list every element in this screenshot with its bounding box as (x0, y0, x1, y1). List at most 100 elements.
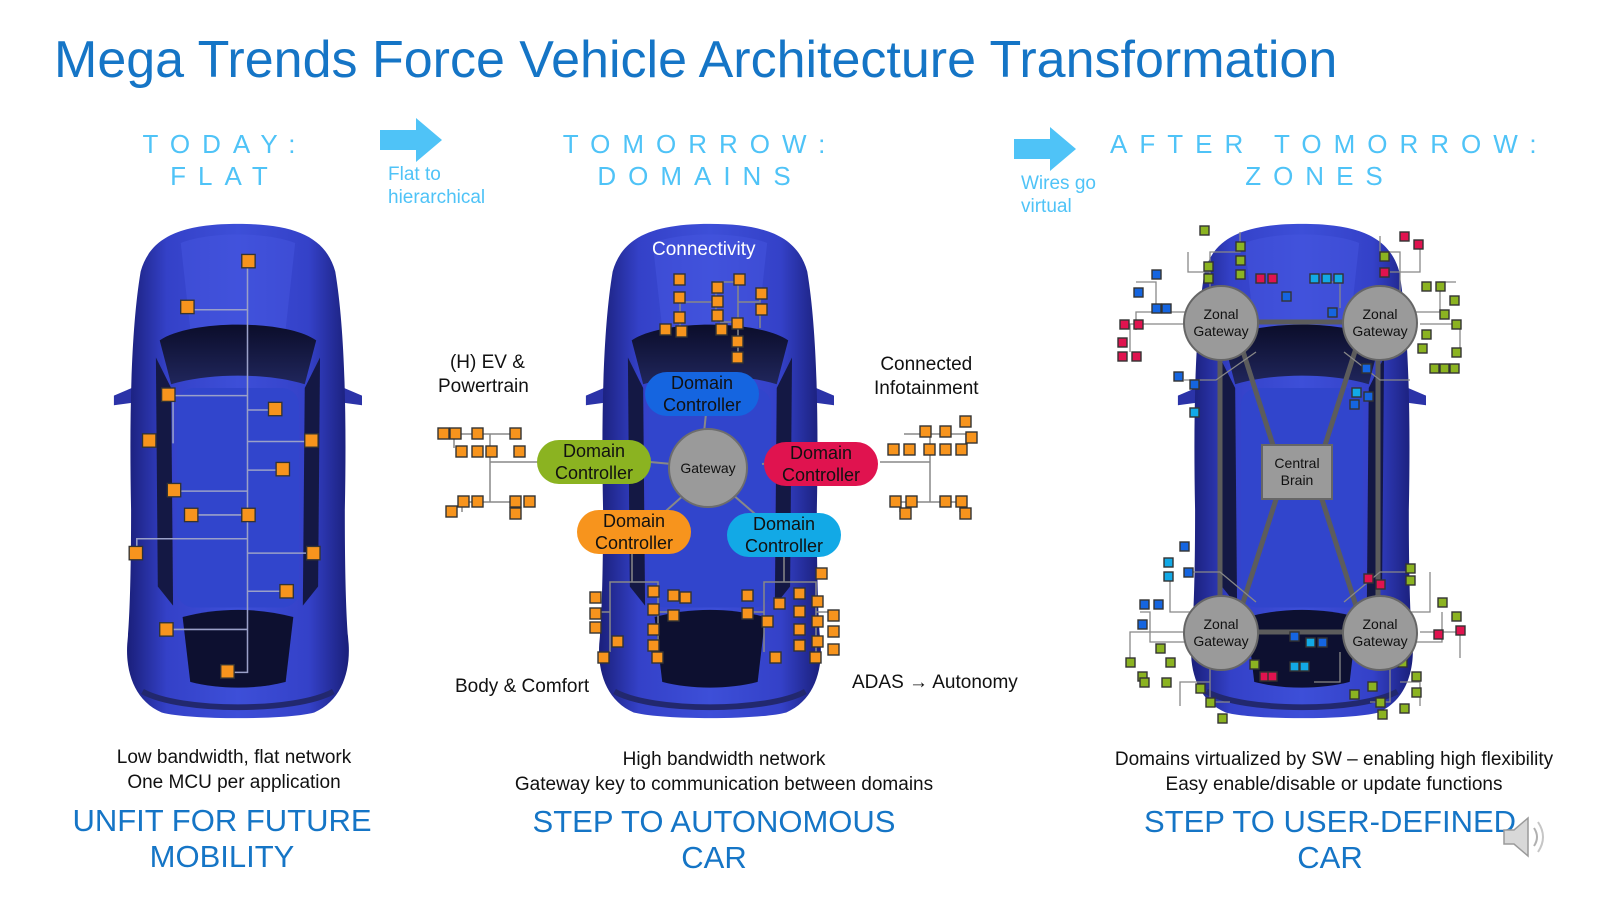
domain-controller-line1: Domain (789, 443, 853, 463)
ecu-node (919, 425, 932, 438)
ecu-node (959, 415, 972, 428)
ecu-node (1281, 291, 1292, 302)
ecu-node (1195, 683, 1206, 694)
domain-controller-body: Domain Controller (577, 510, 691, 554)
ecu-node (611, 635, 624, 648)
connectivity-label: Connectivity (652, 239, 756, 260)
right-arrow-icon (380, 118, 442, 162)
infotainment-label-line2: Infotainment (874, 378, 979, 399)
ecu-node (166, 482, 182, 498)
zone-sensor-nodes (1117, 225, 1466, 724)
ecu-node (437, 427, 450, 440)
zonal-gateway-line1: Zonal (1203, 616, 1239, 632)
right-arrow-icon (1014, 127, 1076, 171)
ecu-node (1451, 319, 1462, 330)
ecu-node (731, 351, 744, 364)
ecu-node (675, 325, 688, 338)
adas-autonomy-label: ADAS → Autonomy (852, 672, 1018, 693)
ecu-node (903, 443, 916, 456)
body-comfort-label: Body & Comfort (455, 676, 590, 697)
ecu-node (589, 591, 602, 604)
transition-label-1-line1: Flat to (388, 164, 441, 185)
ecu-node (659, 323, 672, 336)
ecu-node (597, 651, 610, 664)
ecu-node (1439, 309, 1450, 320)
today-heading: TODAY: FLAT (120, 128, 330, 192)
ecu-node (1199, 225, 1210, 236)
ecu-node (667, 609, 680, 622)
zonal-gateway-line2: Gateway (1193, 633, 1249, 649)
ecu-node (457, 495, 470, 508)
ecu-node (1399, 703, 1410, 714)
ecu-node (1349, 689, 1360, 700)
ecu-node (1139, 599, 1150, 610)
after-tomorrow-caption-line1: Domains virtualized by SW – enabling hig… (1114, 749, 1554, 770)
today-verdict: UNFIT FOR FUTURE MOBILITY (52, 803, 392, 875)
ecu-node (965, 431, 978, 444)
domain-controller-line1: Domain (670, 373, 734, 393)
today-heading-line1: TODAY: (142, 129, 308, 159)
ecu-node (793, 587, 806, 600)
ecu-node (1411, 671, 1422, 682)
ecu-node (1437, 597, 1448, 608)
ecu-node (731, 317, 744, 330)
tomorrow-caption-line2: Gateway key to communication between dom… (514, 774, 934, 795)
ecu-node (955, 495, 968, 508)
central-brain-line2: Brain (1280, 472, 1314, 488)
ecu-node (769, 651, 782, 664)
ecu-node (128, 545, 144, 561)
domain-controller-adas: Domain Controller (727, 513, 841, 557)
ecu-node (1435, 281, 1446, 292)
ecu-node (733, 273, 746, 286)
ecu-node (1235, 269, 1246, 280)
ecu-node (1327, 307, 1338, 318)
ecu-node (1351, 387, 1362, 398)
zonal-gateway-line2: Gateway (1193, 323, 1249, 339)
ecu-node (1377, 709, 1388, 720)
ecu-node (241, 253, 256, 269)
tomorrow-caption: High bandwidth network Gateway key to co… (484, 747, 964, 797)
ecu-node (1429, 363, 1440, 374)
ecu-node (1249, 659, 1260, 670)
after-tomorrow-caption-line2: Easy enable/disable or update functions (1165, 774, 1503, 795)
ecu-node (1455, 625, 1466, 636)
ecu-node (1155, 643, 1166, 654)
ecu-node (509, 507, 522, 520)
ecu-node (939, 443, 952, 456)
zonal-gateway-line1: Zonal (1362, 306, 1398, 322)
infotainment-label: Connected Infotainment (874, 353, 979, 401)
ecu-node (939, 495, 952, 508)
ecu-node (1119, 319, 1130, 330)
ecu-node (755, 303, 768, 316)
ecu-node (1117, 337, 1128, 348)
today-caption-line2: One MCU per application (127, 772, 341, 793)
ecu-node (509, 495, 522, 508)
ecu-node (183, 507, 199, 523)
ecu-node (741, 607, 754, 620)
transition-label-2: Wires go virtual (1021, 172, 1096, 218)
ecu-node (523, 495, 536, 508)
ecu-node (815, 567, 828, 580)
zonal-gateway-line1: Zonal (1362, 616, 1398, 632)
today-caption-line1: Low bandwidth, flat network (116, 747, 352, 768)
domain-controller-infotainment: Domain Controller (764, 442, 878, 486)
ecu-node (449, 427, 462, 440)
ecu-node (1399, 231, 1410, 242)
ecu-node (1363, 573, 1374, 584)
ecu-node (1289, 631, 1300, 642)
ecu-node (513, 445, 526, 458)
ecu-node (471, 445, 484, 458)
powertrain-label-line1: (H) EV & (449, 352, 525, 373)
ecu-node (1163, 571, 1174, 582)
ecu-node (1161, 677, 1172, 688)
ecu-node (1267, 671, 1278, 682)
zonal-gateway-line2: Gateway (1352, 633, 1408, 649)
ecu-node (711, 295, 724, 308)
domain-controller-line1: Domain (562, 441, 626, 461)
ecu-node (889, 495, 902, 508)
domain-controller-line2: Controller (781, 465, 861, 485)
ecu-node (267, 401, 283, 417)
speaker-icon[interactable] (1498, 812, 1550, 862)
ecu-node (793, 605, 806, 618)
zones-network (1117, 225, 1466, 724)
